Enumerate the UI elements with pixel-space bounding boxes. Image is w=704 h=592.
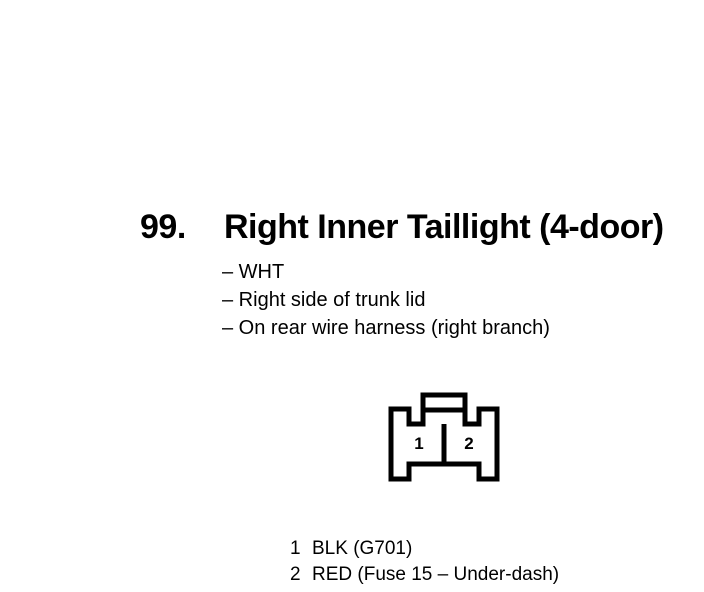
pin-row: 2 RED (Fuse 15 – Under-dash) xyxy=(290,562,559,588)
pin-wire: BLK (G701) xyxy=(312,538,413,559)
note-harness: – On rear wire harness (right branch) xyxy=(222,317,550,339)
pin-wire: RED (Fuse 15 – Under-dash) xyxy=(312,564,560,585)
note-location: – Right side of trunk lid xyxy=(222,289,426,311)
connector-number: 99. xyxy=(140,208,186,246)
cavity-label-2: 2 xyxy=(464,434,473,453)
pin-list: 1 BLK (G701) 2 RED (Fuse 15 – Under-dash) xyxy=(290,536,559,588)
connector-notes: – WHT – Right side of trunk lid – On rea… xyxy=(222,258,550,342)
connector-title: Right Inner Taillight (4-door) xyxy=(224,208,664,246)
pin-row: 1 BLK (G701) xyxy=(290,536,559,562)
note-color: – WHT xyxy=(222,261,285,283)
pin-number: 2 xyxy=(290,564,301,585)
pin-number: 1 xyxy=(290,538,301,559)
connector-face-diagram: 1 2 xyxy=(388,392,500,482)
cavity-label-1: 1 xyxy=(414,434,423,453)
